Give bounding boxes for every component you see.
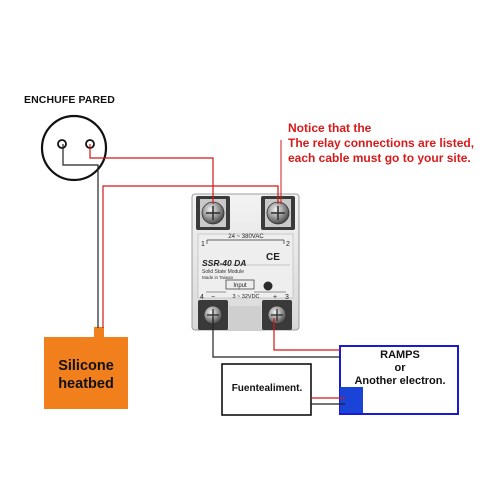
heatbed-lead-tab: [94, 327, 104, 339]
relay-terminal-number-3: 3: [285, 294, 289, 301]
control-wire-positive: [273, 318, 340, 351]
wall-socket-outline: [40, 114, 108, 182]
relay-terminal-number-4: 4: [200, 294, 204, 301]
heatbed-label-line-2: heatbed: [58, 376, 114, 392]
controller-label-line-3: Another electron.: [354, 375, 446, 387]
relay-mount-slot: [229, 306, 261, 330]
live-wire-socket-to-relay: [89, 144, 214, 204]
relay-plus-sign: +: [273, 294, 277, 301]
controller-label-line-2: or: [394, 362, 406, 374]
relay-minus-sign: −: [211, 294, 215, 301]
silicone-heatbed: [44, 337, 128, 409]
relay-dc-range: 3 ~ 32VDC: [232, 294, 259, 300]
solid-state-relay: 1 2 24 ~ 380VAC SSR-40 DA Solid State Mo…: [191, 193, 300, 331]
live-wire-relay-to-heatbed: [102, 185, 279, 328]
relay-ac-range: 24 ~ 380VAC: [228, 234, 264, 240]
notice-line-3: each cable must go to your site.: [288, 151, 471, 165]
wall-socket: [40, 114, 108, 182]
heatbed-label-line-1: Silicone: [58, 358, 114, 374]
power-supply-label: Fuentealiment.: [231, 383, 303, 394]
relay-input-label: Input: [233, 283, 247, 289]
power-supply-box: [221, 363, 312, 416]
relay-label-panel: [197, 233, 294, 299]
relay-origin: Made in Taiwan: [202, 275, 234, 280]
ce-mark: CE: [266, 252, 280, 263]
relay-terminal-number-2: 2: [286, 241, 290, 248]
input-label-box: [225, 279, 255, 290]
controller-label-line-1: RAMPS: [380, 349, 420, 361]
notice-line-2: The relay connections are listed,: [288, 136, 475, 150]
relay-terminal-number-1: 1: [201, 241, 205, 248]
relay-type: Solid State Module: [202, 269, 244, 275]
control-wire-negative: [212, 318, 340, 358]
wall-socket-label: ENCHUFE PARED: [24, 94, 115, 106]
relay-model: SSR-40 DA: [202, 258, 246, 268]
controller-input-port: [340, 387, 363, 413]
heatbed-label: Silicone heatbed: [40, 357, 132, 393]
relay-led-indicator: [263, 281, 273, 291]
neutral-wire-socket-to-heatbed: [62, 144, 99, 328]
socket-hole-left: [57, 139, 67, 149]
notice-line-1: Notice that the: [288, 121, 372, 135]
